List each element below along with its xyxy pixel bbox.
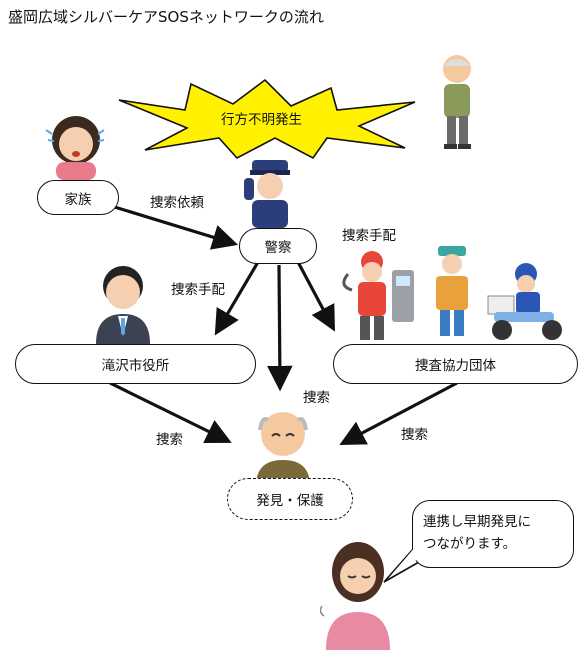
gas-station-worker-icon <box>342 251 414 340</box>
city-official-icon <box>96 266 150 344</box>
arrow-police-to-orgs <box>296 261 336 332</box>
speech-bubble-line-2: つながります。 <box>423 536 517 552</box>
page-title: 盛岡広域シルバーケアSOSネットワークの流れ <box>8 8 324 26</box>
edge-label-search-notice-city: 捜索手配 <box>171 282 225 298</box>
relieved-woman-icon <box>320 542 390 650</box>
newspaper-delivery-icon <box>487 263 562 340</box>
edge-label-search-center: 捜索 <box>303 390 330 406</box>
edge-label-search-request: 捜索依頼 <box>150 195 204 211</box>
speech-bubble-line-1: 連携し早期発見に <box>423 514 531 530</box>
police-officer-icon <box>244 160 290 228</box>
arrow-police-to-city <box>214 261 260 336</box>
node-city-office: 滝沢市役所 <box>15 344 256 384</box>
speech-bubble: 連携し早期発見に つながります。 <box>412 500 574 568</box>
node-family: 家族 <box>37 180 119 215</box>
elderly-man-wandering-icon <box>443 55 471 149</box>
arrow-orgs-to-found <box>339 381 458 445</box>
arrow-city-to-found <box>109 381 232 444</box>
node-found: 発見・保護 <box>227 478 353 520</box>
node-police: 警察 <box>239 228 317 264</box>
edge-label-search-left: 捜索 <box>156 432 183 448</box>
arrow-family-to-police <box>107 203 239 250</box>
burst-label: 行方不明発生 <box>221 112 302 128</box>
edge-label-search-right: 捜索 <box>401 427 428 443</box>
delivery-worker-icon <box>436 246 468 336</box>
node-cooperating-orgs: 捜査協力団体 <box>333 344 578 384</box>
edge-label-search-notice-orgs: 捜索手配 <box>342 228 396 244</box>
worried-woman-icon <box>45 116 105 180</box>
missing-burst-icon <box>118 78 416 160</box>
arrow-police-to-found <box>267 264 293 392</box>
